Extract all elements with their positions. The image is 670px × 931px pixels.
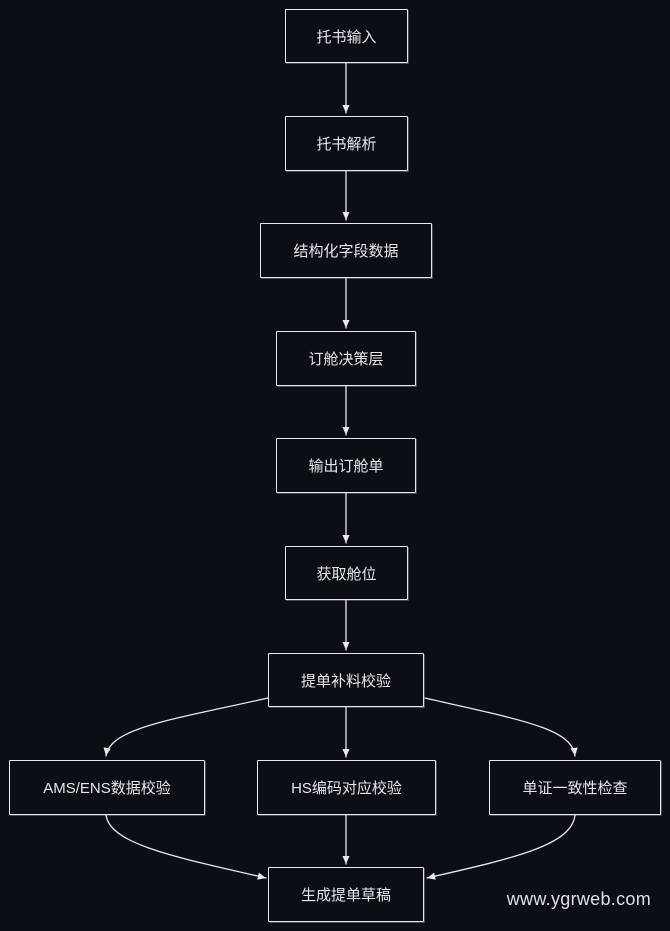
edge-n8-n11 <box>105 814 267 880</box>
node-hs-code-check: HS编码对应校验 <box>257 760 436 815</box>
node-document-consistency: 单证一致性检查 <box>489 760 661 815</box>
node-booking-decision: 订舱决策层 <box>276 331 416 386</box>
node-tuoshu-parse: 托书解析 <box>285 116 408 171</box>
node-tuoshu-input: 托书输入 <box>285 9 408 63</box>
node-structured-fields: 结构化字段数据 <box>260 223 432 278</box>
node-output-booking: 输出订舱单 <box>276 438 416 493</box>
edge-n7-n8 <box>103 697 269 757</box>
node-generate-bl-draft: 生成提单草稿 <box>268 867 424 922</box>
edge-n7-n10 <box>424 697 578 757</box>
watermark: www.ygrweb.com <box>506 889 651 909</box>
node-ams-ens-check: AMS/ENS数据校验 <box>9 760 205 815</box>
node-bl-supplement-check: 提单补料校验 <box>268 653 424 707</box>
node-get-space: 获取舱位 <box>285 546 408 600</box>
edge-n10-n11 <box>426 814 576 880</box>
